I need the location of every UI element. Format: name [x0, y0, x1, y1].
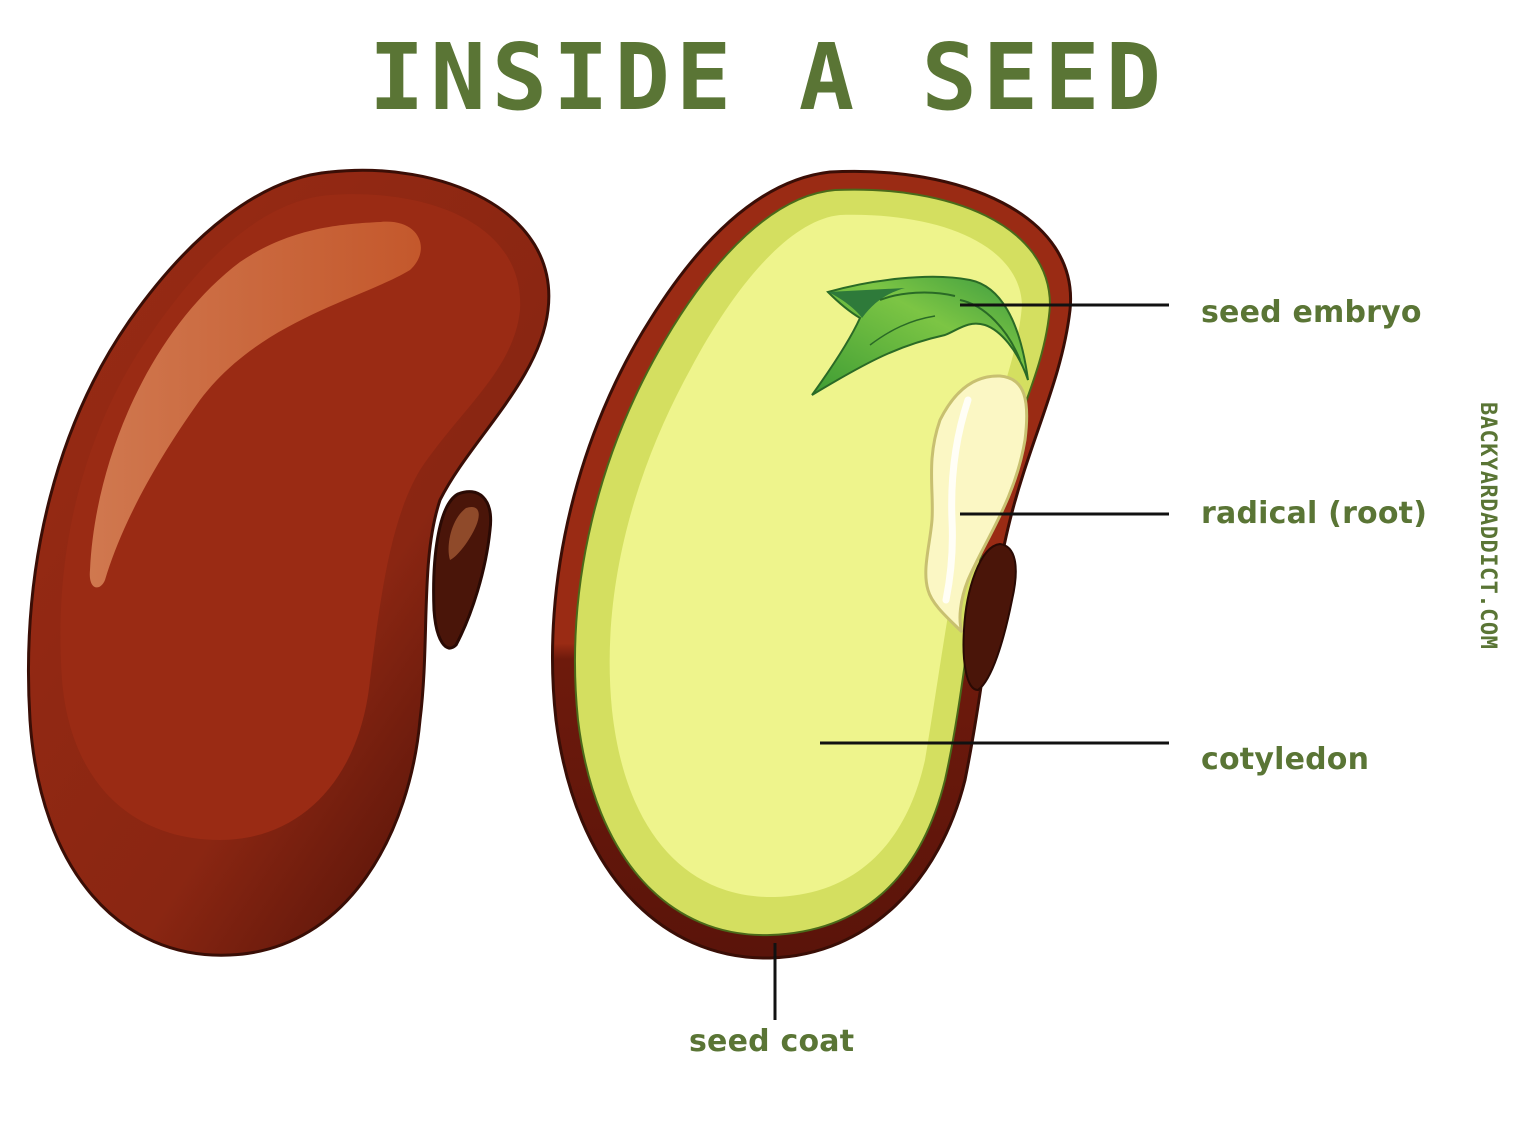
section-hilum-icon: [962, 542, 1017, 692]
page-title: INSIDE A SEED: [368, 24, 1168, 131]
watermark: BACKYARDADDICT.COM: [1475, 402, 1500, 650]
label-seed-embryo: seed embryo: [1201, 295, 1422, 330]
bean-seed-cross-section: [550, 169, 1073, 960]
cotyledon-inner: [609, 214, 1022, 898]
label-seed-coat: seed coat: [689, 1024, 855, 1059]
bean-highlight: [89, 221, 421, 588]
radicle: [924, 374, 1029, 634]
whole-bean-seed: [26, 168, 551, 957]
label-cotyledon: cotyledon: [1201, 742, 1370, 777]
label-radical: radical (root): [1201, 496, 1428, 531]
hilum-icon: [432, 490, 493, 650]
